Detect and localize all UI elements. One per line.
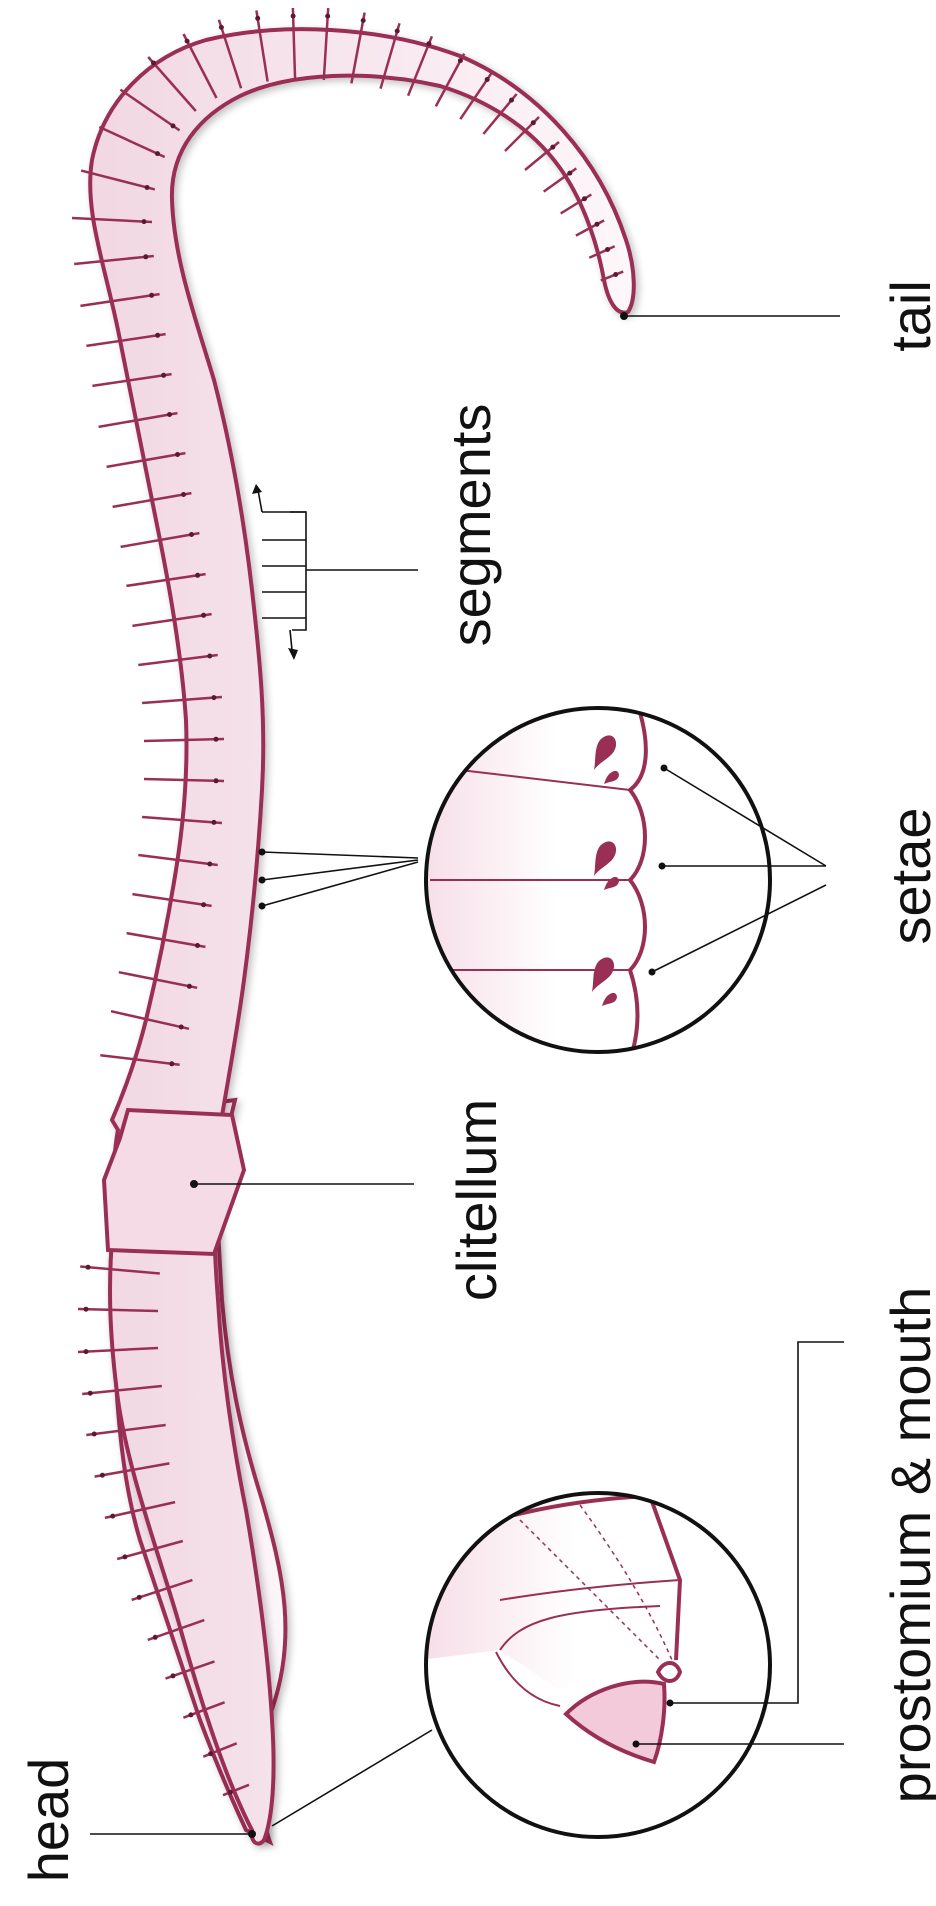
seta-dot (458, 58, 463, 63)
seta-dot (214, 778, 219, 783)
head-leader (90, 1830, 256, 1838)
seta-dot (189, 532, 194, 537)
seta-dot (219, 25, 224, 30)
seta-dot (567, 171, 572, 176)
seta-dot (145, 185, 150, 190)
seta-dot (395, 29, 400, 34)
seta-dot (151, 61, 156, 66)
seta-dot (143, 254, 148, 259)
seta-dot (187, 984, 192, 989)
seta-dot (149, 293, 154, 298)
setae-body-leaders (259, 849, 419, 910)
seta-dot (155, 151, 160, 156)
tail-leader (620, 312, 840, 320)
seta-dot (92, 1432, 97, 1437)
seta-dot (291, 14, 296, 19)
seta-dot (211, 695, 216, 700)
seta-dot (211, 820, 216, 825)
setae-zoom-circle (420, 700, 770, 1060)
label-clitellum: clitellum (445, 1099, 508, 1301)
seta-dot (122, 1554, 127, 1559)
seta-dot (142, 219, 147, 224)
head-zoom-circle (420, 1490, 770, 1837)
label-setae: setae (879, 808, 936, 945)
seta-dot (201, 902, 206, 907)
seta-dot (86, 1265, 91, 1270)
seta-dot (195, 573, 200, 578)
seta-dot (509, 98, 514, 103)
seta-dot (88, 1391, 93, 1396)
label-head: head (17, 1758, 80, 1883)
label-prostomium-mouth: prostomium & mouth (879, 1287, 936, 1804)
seta-dot (195, 943, 200, 948)
seta-dot (169, 1061, 174, 1066)
seta-dot (426, 41, 431, 46)
seta-dot (155, 333, 160, 338)
seta-dot (207, 654, 212, 659)
seta-dot (201, 613, 206, 618)
seta-dot (185, 39, 190, 44)
seta-dot (325, 14, 330, 19)
label-tail: tail (879, 280, 936, 352)
seta-dot (171, 123, 176, 128)
clitellum-band (104, 1110, 244, 1254)
seta-dot (550, 145, 555, 150)
seta-dot (153, 1635, 158, 1640)
seta-dot (100, 1473, 105, 1478)
seta-dot (181, 492, 186, 497)
label-segments: segments (439, 404, 502, 647)
seta-dot (171, 1673, 176, 1678)
seta-dot (208, 1751, 213, 1756)
seta-dot (167, 412, 172, 417)
seta-dot (84, 1307, 89, 1312)
mouth-notch (658, 1663, 680, 1681)
seta-dot (207, 862, 212, 867)
segments-bracket (252, 484, 418, 660)
seta-dot (137, 1595, 142, 1600)
seta-dot (531, 120, 536, 125)
seta-dot (188, 1712, 193, 1717)
seta-dot (361, 18, 366, 23)
seta-dot (595, 222, 600, 227)
seta-dot (613, 272, 618, 277)
seta-dot (214, 737, 219, 742)
seta-dot (255, 16, 260, 21)
seta-dot (228, 1790, 233, 1795)
seta-dot (110, 1514, 115, 1519)
seta-dot (605, 247, 610, 252)
seta-dot (84, 1349, 89, 1354)
head-zoom-leader (272, 1730, 432, 1826)
seta-dot (161, 373, 166, 378)
seta-dot (175, 452, 180, 457)
seta-dot (582, 196, 587, 201)
seta-dot (485, 77, 490, 82)
seta-dot (179, 1025, 184, 1030)
